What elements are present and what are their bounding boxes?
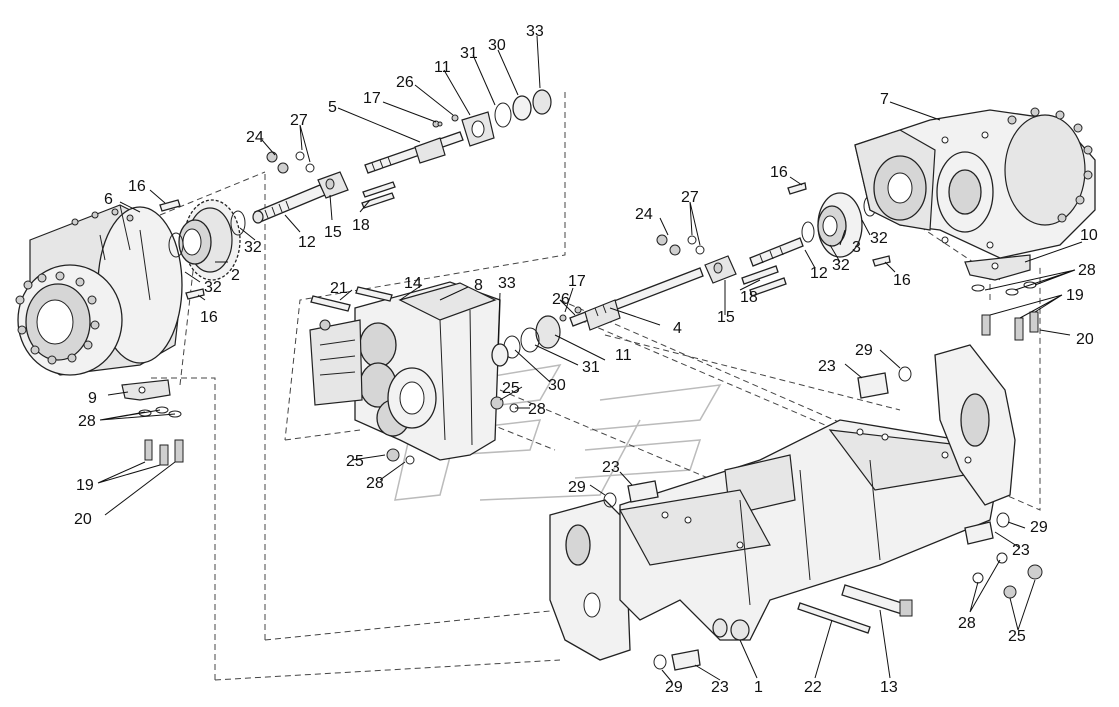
callout-32: 32 (870, 230, 888, 247)
callout-16: 16 (770, 164, 788, 181)
callout-29: 29 (568, 479, 586, 496)
callout-27: 27 (681, 189, 699, 206)
nuts-left (266, 151, 315, 174)
bolts-left-bracket (138, 406, 184, 466)
callout-23: 23 (602, 459, 620, 476)
gear (178, 199, 241, 281)
callout-24: 24 (246, 129, 264, 146)
long-bolts (797, 584, 913, 634)
nuts-right (656, 234, 705, 256)
callout-5: 5 (328, 99, 337, 116)
callout-28: 28 (78, 413, 96, 430)
callout-23: 23 (818, 358, 836, 375)
callout-19: 19 (76, 477, 94, 494)
callout-23: 23 (711, 679, 729, 696)
coupling-right (704, 237, 804, 297)
callout-10: 10 (1080, 227, 1098, 244)
callout-2: 2 (231, 267, 240, 284)
left-wheel-hub (15, 204, 183, 376)
left-half-shaft (252, 171, 349, 224)
callout-16: 16 (200, 309, 218, 326)
callout-18: 18 (740, 289, 758, 306)
callout-29: 29 (665, 679, 683, 696)
flange-upper (432, 89, 552, 147)
callout-31: 31 (460, 45, 478, 62)
callout-30: 30 (488, 37, 506, 54)
callout-28: 28 (958, 615, 976, 632)
right-gear (817, 192, 863, 258)
callout-26: 26 (396, 74, 414, 91)
callout-30: 30 (548, 377, 566, 394)
callout-labels: 6 16 2 32 12 15 18 32 16 24 27 5 17 26 1… (74, 23, 1098, 696)
callout-28: 28 (366, 475, 384, 492)
right-wheel-hub (854, 107, 1096, 259)
callout-9: 9 (88, 390, 97, 407)
callout-15: 15 (717, 309, 735, 326)
callout-17: 17 (568, 273, 586, 290)
callout-7: 7 (880, 91, 889, 108)
callout-28: 28 (528, 401, 546, 418)
callout-29: 29 (1030, 519, 1048, 536)
callout-19: 19 (1066, 287, 1084, 304)
callout-15: 15 (324, 224, 342, 241)
callout-11: 11 (615, 347, 632, 364)
callout-28: 28 (1078, 262, 1096, 279)
callout-32: 32 (204, 279, 222, 296)
callout-20: 20 (1076, 331, 1094, 348)
callout-4: 4 (673, 320, 682, 337)
callout-23: 23 (1012, 542, 1030, 559)
long-shaft-lower (491, 267, 704, 367)
callout-25: 25 (1008, 628, 1026, 645)
callout-20: 20 (74, 511, 92, 528)
callout-27: 27 (290, 112, 308, 129)
axle-frame (549, 344, 1016, 661)
drive-shaft-upper (364, 131, 464, 174)
callout-22: 22 (804, 679, 822, 696)
leader-lines (97, 35, 1083, 683)
callout-31: 31 (582, 359, 600, 376)
bolts-right-bracket (971, 281, 1039, 341)
callout-3: 3 (852, 239, 861, 256)
callout-11: 11 (434, 59, 451, 76)
callout-1: 1 (754, 679, 763, 696)
callout-18: 18 (352, 217, 370, 234)
differential-housing (309, 281, 501, 461)
callout-25: 25 (346, 453, 364, 470)
callout-25: 25 (502, 380, 520, 397)
callout-14: 14 (404, 275, 422, 292)
callout-24: 24 (635, 206, 653, 223)
bracket-left (121, 379, 171, 401)
bracket-right (964, 254, 1031, 281)
callout-8: 8 (474, 277, 483, 294)
callout-17: 17 (363, 90, 381, 107)
callout-16: 16 (128, 178, 146, 195)
callout-13: 13 (880, 679, 898, 696)
callout-16: 16 (893, 272, 911, 289)
pins-left (361, 181, 396, 209)
callout-33: 33 (526, 23, 544, 40)
bushings-right (386, 366, 1043, 671)
callout-12: 12 (298, 234, 316, 251)
bolts-differential (310, 286, 393, 312)
callout-21: 21 (330, 280, 348, 297)
callout-33: 33 (498, 275, 516, 292)
small-pins (159, 121, 891, 300)
callout-32: 32 (244, 239, 262, 256)
callout-32: 32 (832, 257, 850, 274)
callout-29: 29 (855, 342, 873, 359)
callout-6: 6 (104, 191, 113, 208)
callout-12: 12 (810, 265, 828, 282)
callout-26: 26 (552, 291, 570, 308)
